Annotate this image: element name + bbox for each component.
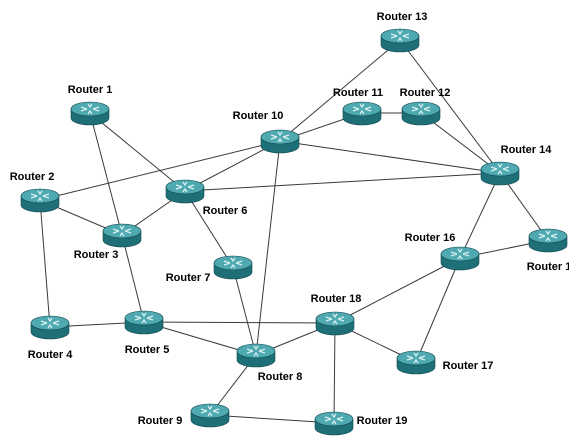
- router-12[interactable]: Router 12: [400, 87, 451, 126]
- router-11[interactable]: Router 11: [333, 87, 383, 126]
- router-label: Router 12: [400, 87, 451, 99]
- router-icon: [480, 161, 520, 186]
- router-1[interactable]: Router 1: [68, 84, 113, 126]
- router-icon: [70, 101, 110, 126]
- router-14[interactable]: Router 14: [480, 144, 553, 186]
- router-9[interactable]: Router 9: [138, 403, 230, 428]
- router-label: Router 2: [10, 171, 55, 183]
- link-r9-r19: [209, 414, 335, 424]
- router-icon: [380, 28, 420, 53]
- router-icon: [440, 246, 480, 271]
- router-13[interactable]: Router 13: [377, 11, 428, 53]
- router-16[interactable]: Router 16: [405, 232, 480, 271]
- link-r10-r13: [279, 39, 401, 142]
- router-label: Router 1: [68, 84, 113, 96]
- link-r1-r6: [89, 112, 186, 192]
- router-icon: [213, 255, 253, 280]
- link-r16-r17: [415, 257, 461, 363]
- router-icon: [124, 310, 164, 335]
- router-label: Router 13: [377, 11, 428, 23]
- router-label: Router 18: [311, 293, 362, 305]
- router-3[interactable]: Router 3: [74, 223, 142, 261]
- router-icon: [260, 129, 300, 154]
- router-15[interactable]: Router 1: [527, 228, 569, 273]
- link-r14-r16: [459, 172, 501, 259]
- router-label: Router 4: [28, 349, 74, 361]
- router-icon: [236, 343, 276, 368]
- router-18[interactable]: Router 18: [311, 293, 362, 336]
- router-label: Router 5: [125, 344, 170, 356]
- router-label: Router 6: [203, 205, 248, 217]
- router-19[interactable]: Router 19: [314, 411, 408, 436]
- router-label: Router 11: [333, 87, 383, 99]
- link-r10-r14: [279, 140, 501, 174]
- link-r6-r14: [184, 172, 501, 192]
- router-17[interactable]: Router 17: [396, 350, 494, 375]
- router-icon: [30, 315, 70, 340]
- link-r1-r3: [89, 112, 123, 236]
- router-label: Router 9: [138, 415, 183, 427]
- link-r2-r4: [39, 199, 51, 328]
- router-4[interactable]: Router 4: [28, 315, 74, 361]
- link-r3-r5: [121, 234, 145, 323]
- router-icon: [342, 101, 382, 126]
- router-icon: [102, 223, 142, 248]
- router-icon: [396, 350, 436, 375]
- router-7[interactable]: Router 7: [166, 255, 253, 284]
- routers-layer: Router 1 Router 2 Router 3 Router 4 Router 5…: [10, 11, 569, 436]
- router-icon: [165, 179, 205, 204]
- router-label: Router 7: [166, 272, 211, 284]
- router-icon: [315, 311, 355, 336]
- router-label: Router 19: [357, 415, 408, 427]
- link-r2-r10: [39, 140, 281, 201]
- router-icon: [401, 101, 441, 126]
- link-r18-r19: [333, 322, 336, 424]
- router-icon: [528, 228, 568, 253]
- router-label: Router 17: [443, 360, 494, 372]
- router-label: Router 16: [405, 232, 456, 244]
- link-r7-r8: [232, 266, 257, 356]
- router-icon: [190, 403, 230, 428]
- router-5[interactable]: Router 5: [124, 310, 170, 356]
- router-8[interactable]: Router 8: [236, 343, 303, 383]
- links-layer: [39, 39, 549, 424]
- router-label: Router 8: [258, 371, 303, 383]
- router-6[interactable]: Router 6: [165, 179, 248, 217]
- router-icon: [314, 411, 354, 436]
- router-icon: [20, 188, 60, 213]
- router-10[interactable]: Router 10: [233, 110, 300, 154]
- router-label: Router 3: [74, 249, 119, 261]
- link-r8-r10: [255, 140, 281, 356]
- router-label: Router 10: [233, 110, 284, 122]
- link-r5-r18: [143, 321, 336, 324]
- router-2[interactable]: Router 2: [10, 171, 60, 213]
- router-label: Router 1: [527, 261, 569, 273]
- router-label: Router 14: [501, 144, 553, 156]
- link-r16-r18: [334, 257, 461, 324]
- link-r13-r14: [399, 39, 501, 174]
- link-r6-r7: [184, 190, 234, 268]
